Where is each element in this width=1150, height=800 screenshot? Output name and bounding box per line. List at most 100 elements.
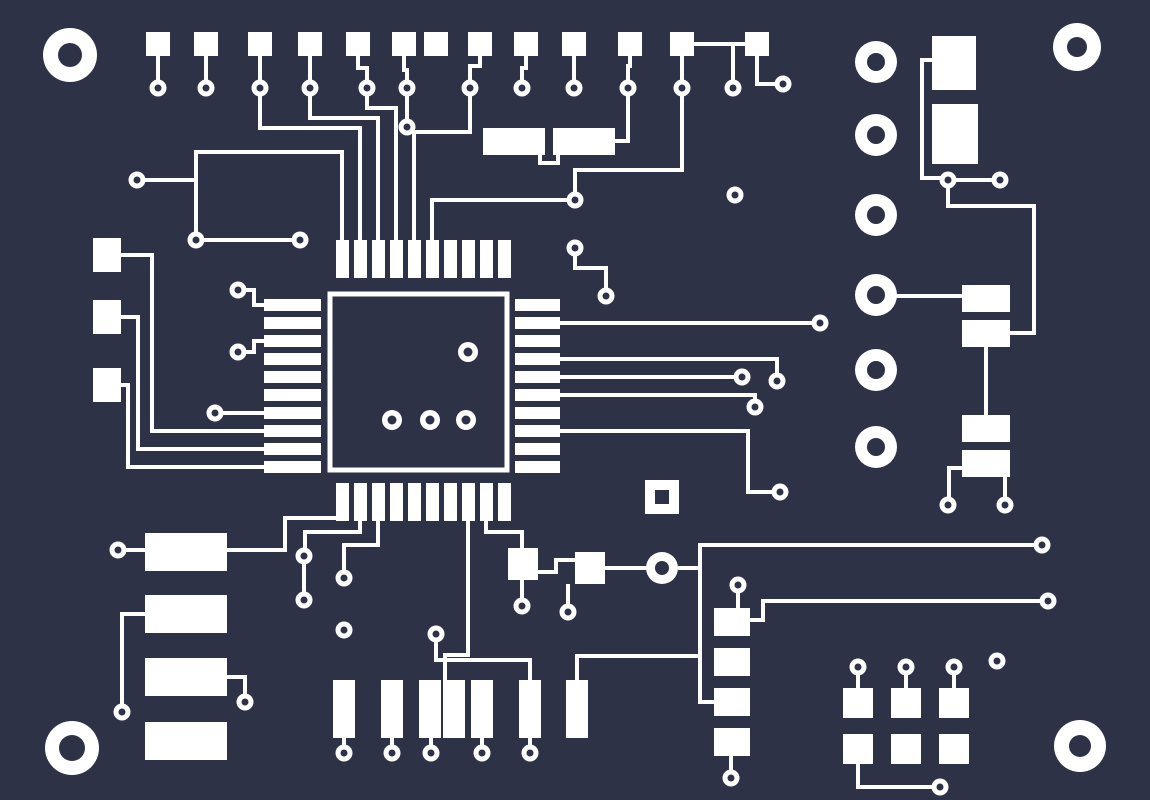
via-hole: [478, 749, 486, 757]
via-hole: [403, 123, 411, 131]
trace: [947, 466, 964, 499]
via-hole: [1044, 597, 1052, 605]
component-pad: [145, 533, 227, 571]
component-pad: [714, 728, 750, 756]
via-hole: [518, 84, 526, 92]
trace: [614, 92, 630, 143]
component-pad: [891, 734, 921, 764]
square-ring-pad-hole: [655, 490, 669, 504]
via-hole: [854, 663, 862, 671]
trace: [342, 519, 380, 572]
ic-pad-bottom: [336, 483, 349, 521]
header-square-pad: [468, 32, 492, 56]
via-hole: [133, 176, 141, 184]
trace: [443, 519, 470, 680]
ic-pad-top: [408, 240, 421, 278]
ic-pad-right: [515, 335, 560, 347]
trace: [538, 153, 560, 165]
ic-pad-left: [264, 389, 321, 401]
via-hole: [340, 749, 348, 757]
ic-pad-right: [515, 443, 560, 455]
component-pad: [508, 548, 538, 580]
ic-pad-top: [480, 240, 493, 278]
via-hole: [118, 708, 126, 716]
component-pad: [93, 238, 121, 272]
via-hole: [571, 244, 579, 252]
via-hole: [751, 403, 759, 411]
trace: [142, 150, 344, 242]
via-hole: [776, 488, 784, 496]
via-hole: [306, 84, 314, 92]
component-pad: [891, 688, 921, 718]
via-hole: [816, 319, 824, 327]
header-square-pad: [248, 32, 272, 56]
ic-pad-bottom: [354, 483, 367, 521]
trace: [484, 519, 524, 550]
via-hole: [570, 84, 578, 92]
component-pad: [145, 595, 227, 633]
ic-body-outline: [327, 291, 510, 473]
header-square-pad: [392, 32, 416, 56]
trace: [308, 92, 380, 242]
via-hole: [234, 286, 242, 294]
trace: [225, 675, 247, 695]
header-square-pad: [514, 32, 538, 56]
ic-pad-top: [390, 240, 403, 278]
trace: [520, 52, 528, 84]
ic-pad-top: [372, 240, 385, 278]
component-pad: [714, 688, 750, 716]
through-hole-pad-hole: [867, 438, 885, 456]
via-hole: [300, 596, 308, 604]
via-hole: [363, 84, 371, 92]
through-hole-pad-hole: [867, 286, 885, 304]
via-hole: [944, 501, 952, 509]
component-pad: [962, 415, 1010, 442]
ic-pad-top: [498, 240, 511, 278]
trace: [120, 612, 147, 705]
component-pad: [566, 680, 588, 738]
via-hole: [1038, 541, 1046, 549]
ic-pad-top: [444, 240, 457, 278]
via-hole: [432, 630, 440, 638]
ic-pad-right: [515, 317, 560, 329]
component-pad: [519, 680, 541, 738]
via-hole: [564, 608, 572, 616]
trace: [573, 92, 684, 194]
ic-pad-bottom: [372, 483, 385, 521]
via-hole: [192, 236, 200, 244]
via-hole: [202, 84, 210, 92]
trace: [748, 599, 1042, 622]
header-square-pad: [424, 32, 448, 56]
header-square-pad: [346, 32, 370, 56]
component-pad: [93, 300, 121, 334]
via-hole: [729, 84, 737, 92]
component-pad: [932, 36, 976, 90]
ic-inner-via-hole: [461, 415, 471, 425]
through-hole-pad-hole: [867, 53, 885, 71]
ic-pad-right: [515, 425, 560, 437]
ic-pad-right: [515, 389, 560, 401]
ic-pad-top: [426, 240, 439, 278]
via-hole: [731, 191, 739, 199]
component-pad: [962, 285, 1010, 312]
ic-inner-via-hole: [387, 415, 397, 425]
via-hole: [296, 236, 304, 244]
via-hole: [466, 84, 474, 92]
via-hole: [678, 84, 686, 92]
via-hole: [388, 749, 396, 757]
via-hole: [518, 602, 526, 610]
via-hole: [936, 783, 944, 791]
ic-pad-left: [264, 335, 321, 347]
through-hole-pad-hole: [867, 361, 885, 379]
via-hole: [340, 574, 348, 582]
through-hole-pad-hole: [867, 206, 885, 224]
via-hole: [256, 84, 264, 92]
header-square-pad: [562, 32, 586, 56]
via-hole: [211, 409, 219, 417]
header-square-pad: [745, 32, 769, 56]
component-pad: [483, 128, 545, 155]
ic-pad-top: [336, 240, 349, 278]
trace: [468, 52, 482, 84]
component-pad: [333, 680, 355, 738]
